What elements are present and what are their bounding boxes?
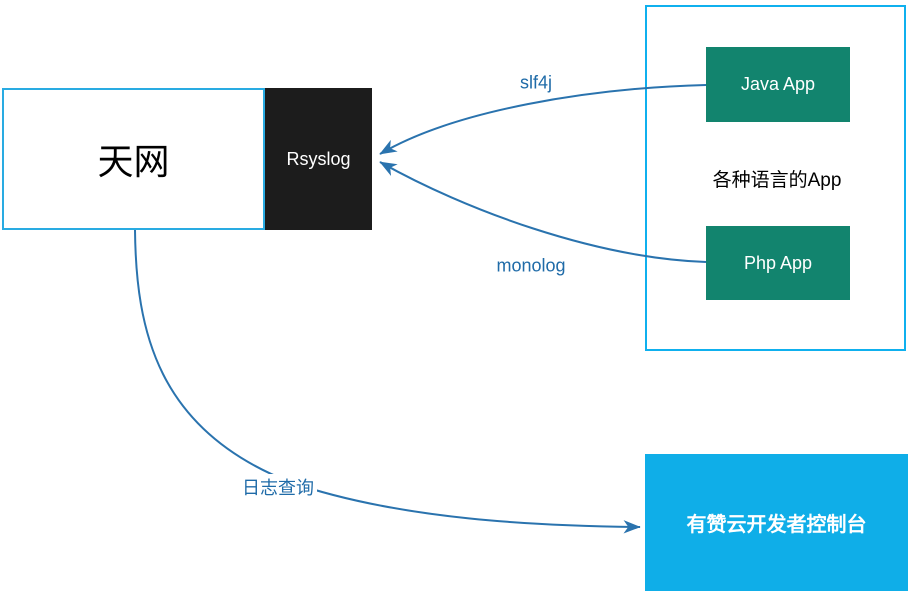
apps-group-caption-text: 各种语言的App	[712, 169, 842, 191]
php-app-label: Php App	[743, 252, 813, 273]
monolog-edge-label: monolog	[493, 255, 569, 277]
skynet-node: 天网	[2, 88, 265, 230]
java-app-node: Java App	[706, 47, 850, 122]
console-label: 有赞云开发者控制台	[686, 514, 867, 536]
log-query-edge-label: 日志查询	[239, 474, 317, 500]
console-node: 有赞云开发者控制台	[645, 454, 908, 591]
slf4j-edge-label: slf4j	[516, 72, 556, 94]
apps-group-caption: 各种语言的App	[660, 164, 894, 192]
skynet-label: 天网	[97, 141, 170, 182]
php-app-node: Php App	[706, 226, 850, 300]
java-app-label: Java App	[740, 74, 816, 94]
rsyslog-label: Rsyslog	[286, 148, 351, 169]
rsyslog-node: Rsyslog	[265, 88, 372, 230]
